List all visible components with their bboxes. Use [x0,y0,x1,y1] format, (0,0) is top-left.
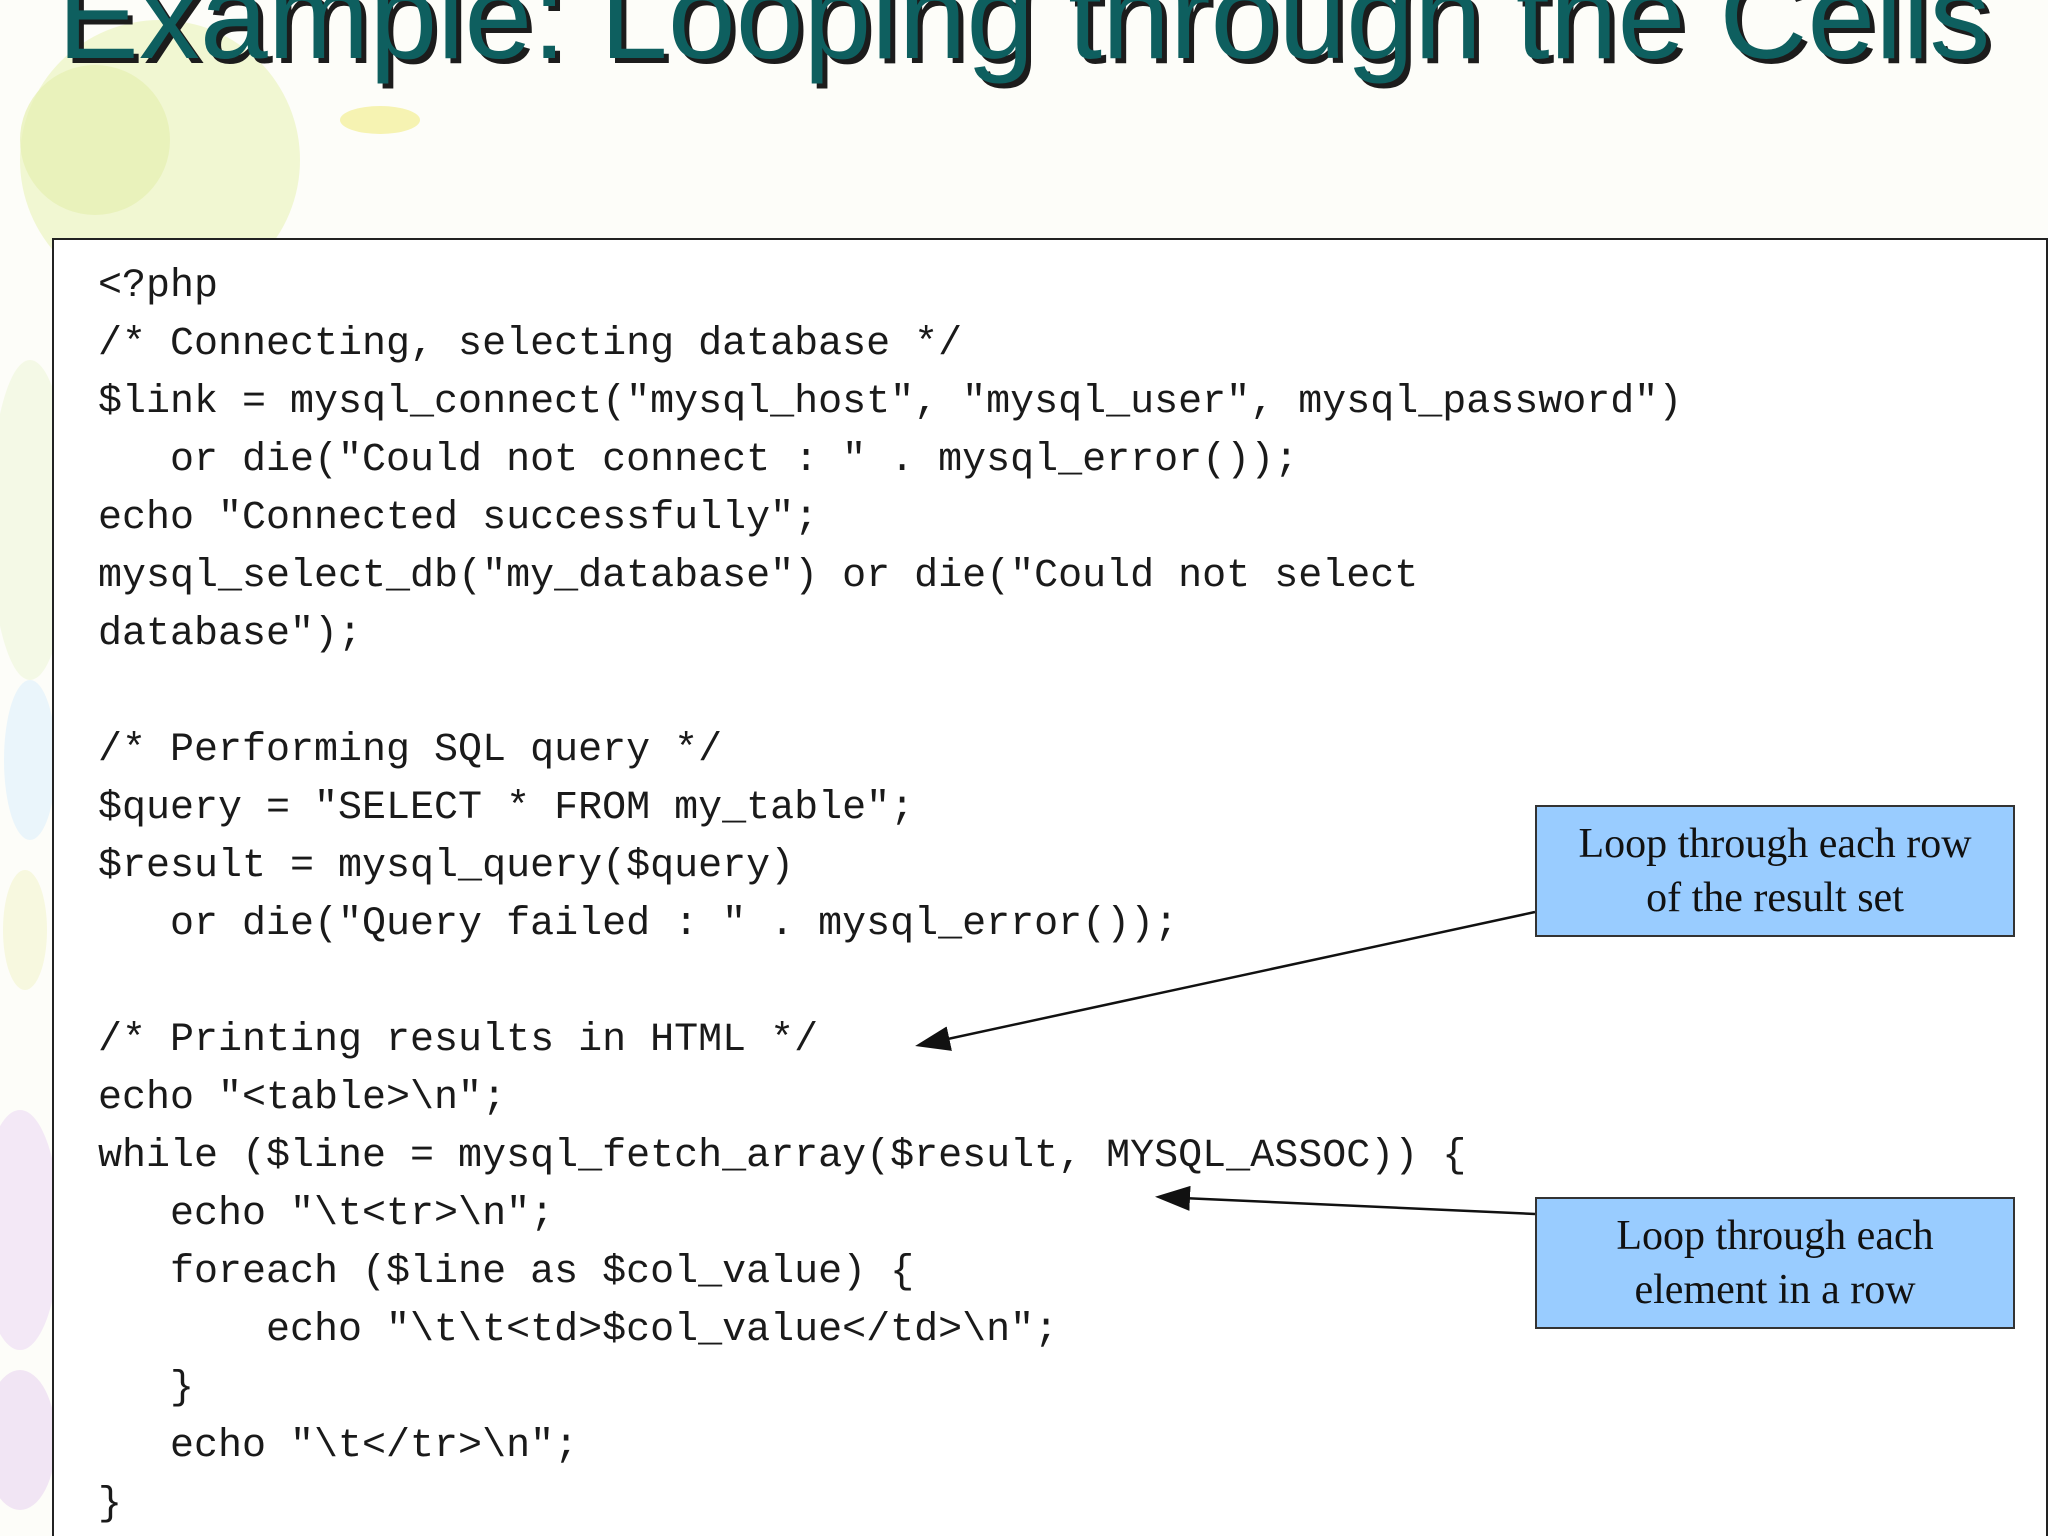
php-code-listing: <?php /* Connecting, selecting database *… [98,258,1682,1534]
code-line: echo "\t</tr>\n"; [98,1424,579,1469]
code-line: or die("Query failed : " . mysql_error()… [98,902,1179,947]
code-line: $query = "SELECT * FROM my_table"; [98,786,915,831]
element-loop-arrow [1155,1185,1536,1216]
code-line: } [98,1482,123,1527]
slide-title: Example: Looping through the Cells [57,0,1991,84]
code-line: echo "<table>\n"; [98,1076,507,1121]
code-line: <?php [98,264,219,309]
code-line: $result = mysql_query($query) [98,844,795,889]
element-loop-callout-line2: element in a row [1634,1267,1916,1313]
code-line: /* Printing results in HTML */ [98,1018,819,1063]
code-line: echo "\t\t<td>$col_value</td>\n"; [98,1308,1059,1353]
row-loop-callout: Loop through each row of the result set [1535,805,2015,937]
code-line: $link = mysql_connect("mysql_host", "mys… [98,380,1683,425]
code-line: mysql_select_db("my_database") or die("C… [98,554,1419,599]
code-line: /* Connecting, selecting database */ [98,322,963,367]
code-line: } [98,1366,195,1411]
element-loop-callout-line1: Loop through each [1616,1213,1934,1259]
row-loop-arrow [915,910,1536,1051]
code-line: echo "Connected successfully"; [98,496,819,541]
code-line: database"); [98,612,363,657]
code-line: or die("Could not connect : " . mysql_er… [98,438,1299,483]
element-loop-callout: Loop through each element in a row [1535,1197,2015,1329]
code-line: echo "\t<tr>\n"; [98,1192,555,1237]
code-line: foreach ($line as $col_value) { [98,1250,915,1295]
row-loop-callout-line2: of the result set [1646,875,1904,921]
code-line: while ($line = mysql_fetch_array($result… [98,1134,1467,1179]
code-line: /* Performing SQL query */ [98,728,723,773]
row-loop-callout-line1: Loop through each row [1578,821,1972,867]
